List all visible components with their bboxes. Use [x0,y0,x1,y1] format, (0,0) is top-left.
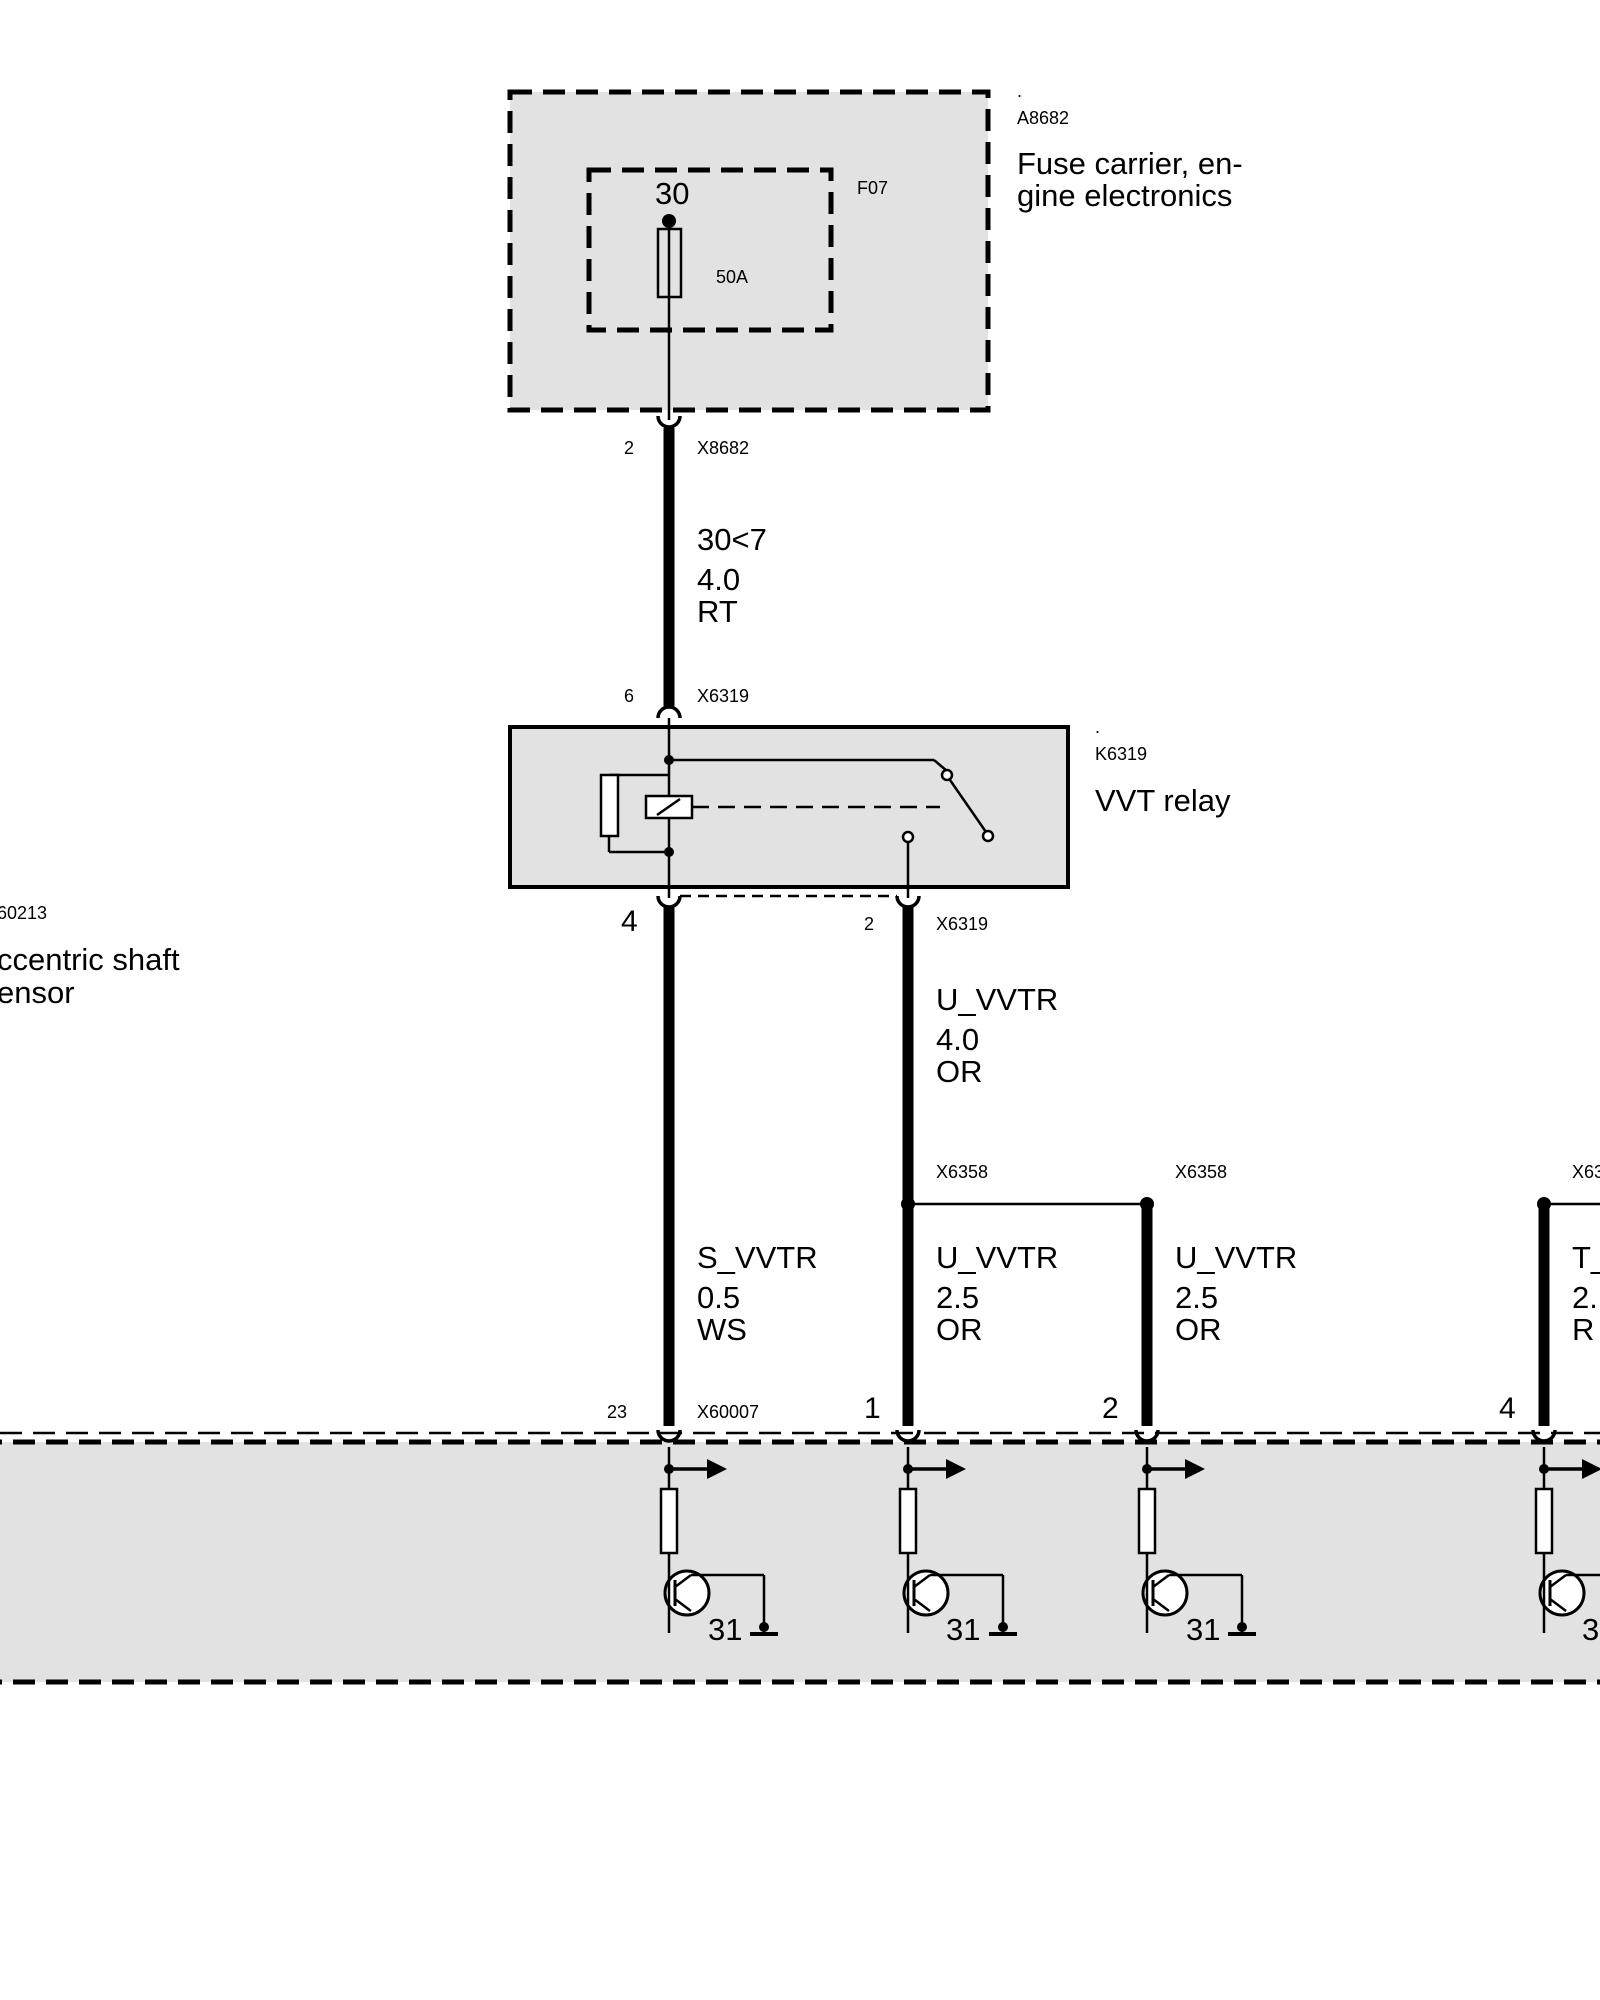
wire-u-vvtr-main-gauge: 4.0 [936,1022,979,1057]
sensor-name-2: ensor [0,975,75,1010]
ecu-pin-4: 4 [1499,1392,1516,1425]
wire-u-vvtr-2-color: OR [1175,1312,1222,1347]
ecu-pin-1: 1 [864,1392,881,1425]
wire-t-signal: T_ [1572,1240,1600,1275]
x6319-top-id: X6319 [697,686,749,706]
ecu-pin-23: 23 [607,1402,627,1422]
fuse-carrier-box [507,89,991,413]
relay-id: K6319 [1095,744,1147,764]
wire-u-vvtr-1-signal: U_VVTR [936,1240,1058,1275]
relay-contact-top [940,768,954,782]
splice-far-id: X63 [1572,1162,1600,1182]
sensor-id: 60213 [0,903,47,923]
fuse-f07-box [586,167,834,333]
wire-30-gauge: 4.0 [697,562,740,597]
relay-dot: . [1095,717,1100,737]
fuse-carrier-id: A8682 [1017,108,1069,128]
wire-s-vvtr-color: WS [697,1312,747,1347]
x6319-bottom-id: X6319 [936,914,988,934]
fuse-carrier-name-2: gine electronics [1017,178,1232,213]
wire-u-vvtr-main-signal: U_VVTR [936,982,1058,1017]
wire-t-gauge: 2. [1572,1280,1598,1315]
x8682-id: X8682 [697,438,749,458]
wire-s-vvtr-gauge: 0.5 [697,1280,740,1315]
wire-30-signal: 30<7 [697,522,767,557]
ecu-connector-id: X60007 [697,1402,759,1422]
wire-t-color: R [1572,1312,1594,1347]
splice-left-id: X6358 [936,1162,988,1182]
relay-pin2-contact [901,830,915,844]
wire-u-vvtr-2-gauge: 2.5 [1175,1280,1218,1315]
x6319-bottom-pin-right: 2 [864,914,874,934]
x6319-bottom-pin-left: 4 [621,905,638,938]
ecu-pin-2: 2 [1102,1392,1119,1425]
relay-name: VVT relay [1095,783,1231,818]
ground-label-3: 31 [1186,1612,1220,1647]
fuse-id-label: F07 [857,178,888,198]
wire-u-vvtr-1-color: OR [936,1312,983,1347]
relay-box [508,725,1070,889]
relay-contact-bottom [981,829,995,843]
ground-label-1: 31 [708,1612,742,1647]
splice-right-id: X6358 [1175,1162,1227,1182]
x6319-top-pin: 6 [624,686,634,706]
wire-u-vvtr-1-gauge: 2.5 [936,1280,979,1315]
ground-label-2: 31 [946,1612,980,1647]
wire-u-vvtr-2-signal: U_VVTR [1175,1240,1297,1275]
fuse-terminal-label: 30 [655,176,689,211]
wire-u-vvtr-main-color: OR [936,1054,983,1089]
sensor-name-1: ccentric shaft [0,942,180,977]
x8682-pin: 2 [624,438,634,458]
fuse-carrier-dot: . [1017,81,1022,101]
ecu-box [0,1439,1600,1685]
ground-label-4: 3 [1582,1612,1599,1647]
fuse-rating-label: 50A [716,267,748,287]
relay-resistor [599,773,620,838]
fuse-carrier-name-1: Fuse carrier, en- [1017,146,1243,181]
wire-s-vvtr-signal: S_VVTR [697,1240,818,1275]
wire-30-color: RT [697,594,738,629]
